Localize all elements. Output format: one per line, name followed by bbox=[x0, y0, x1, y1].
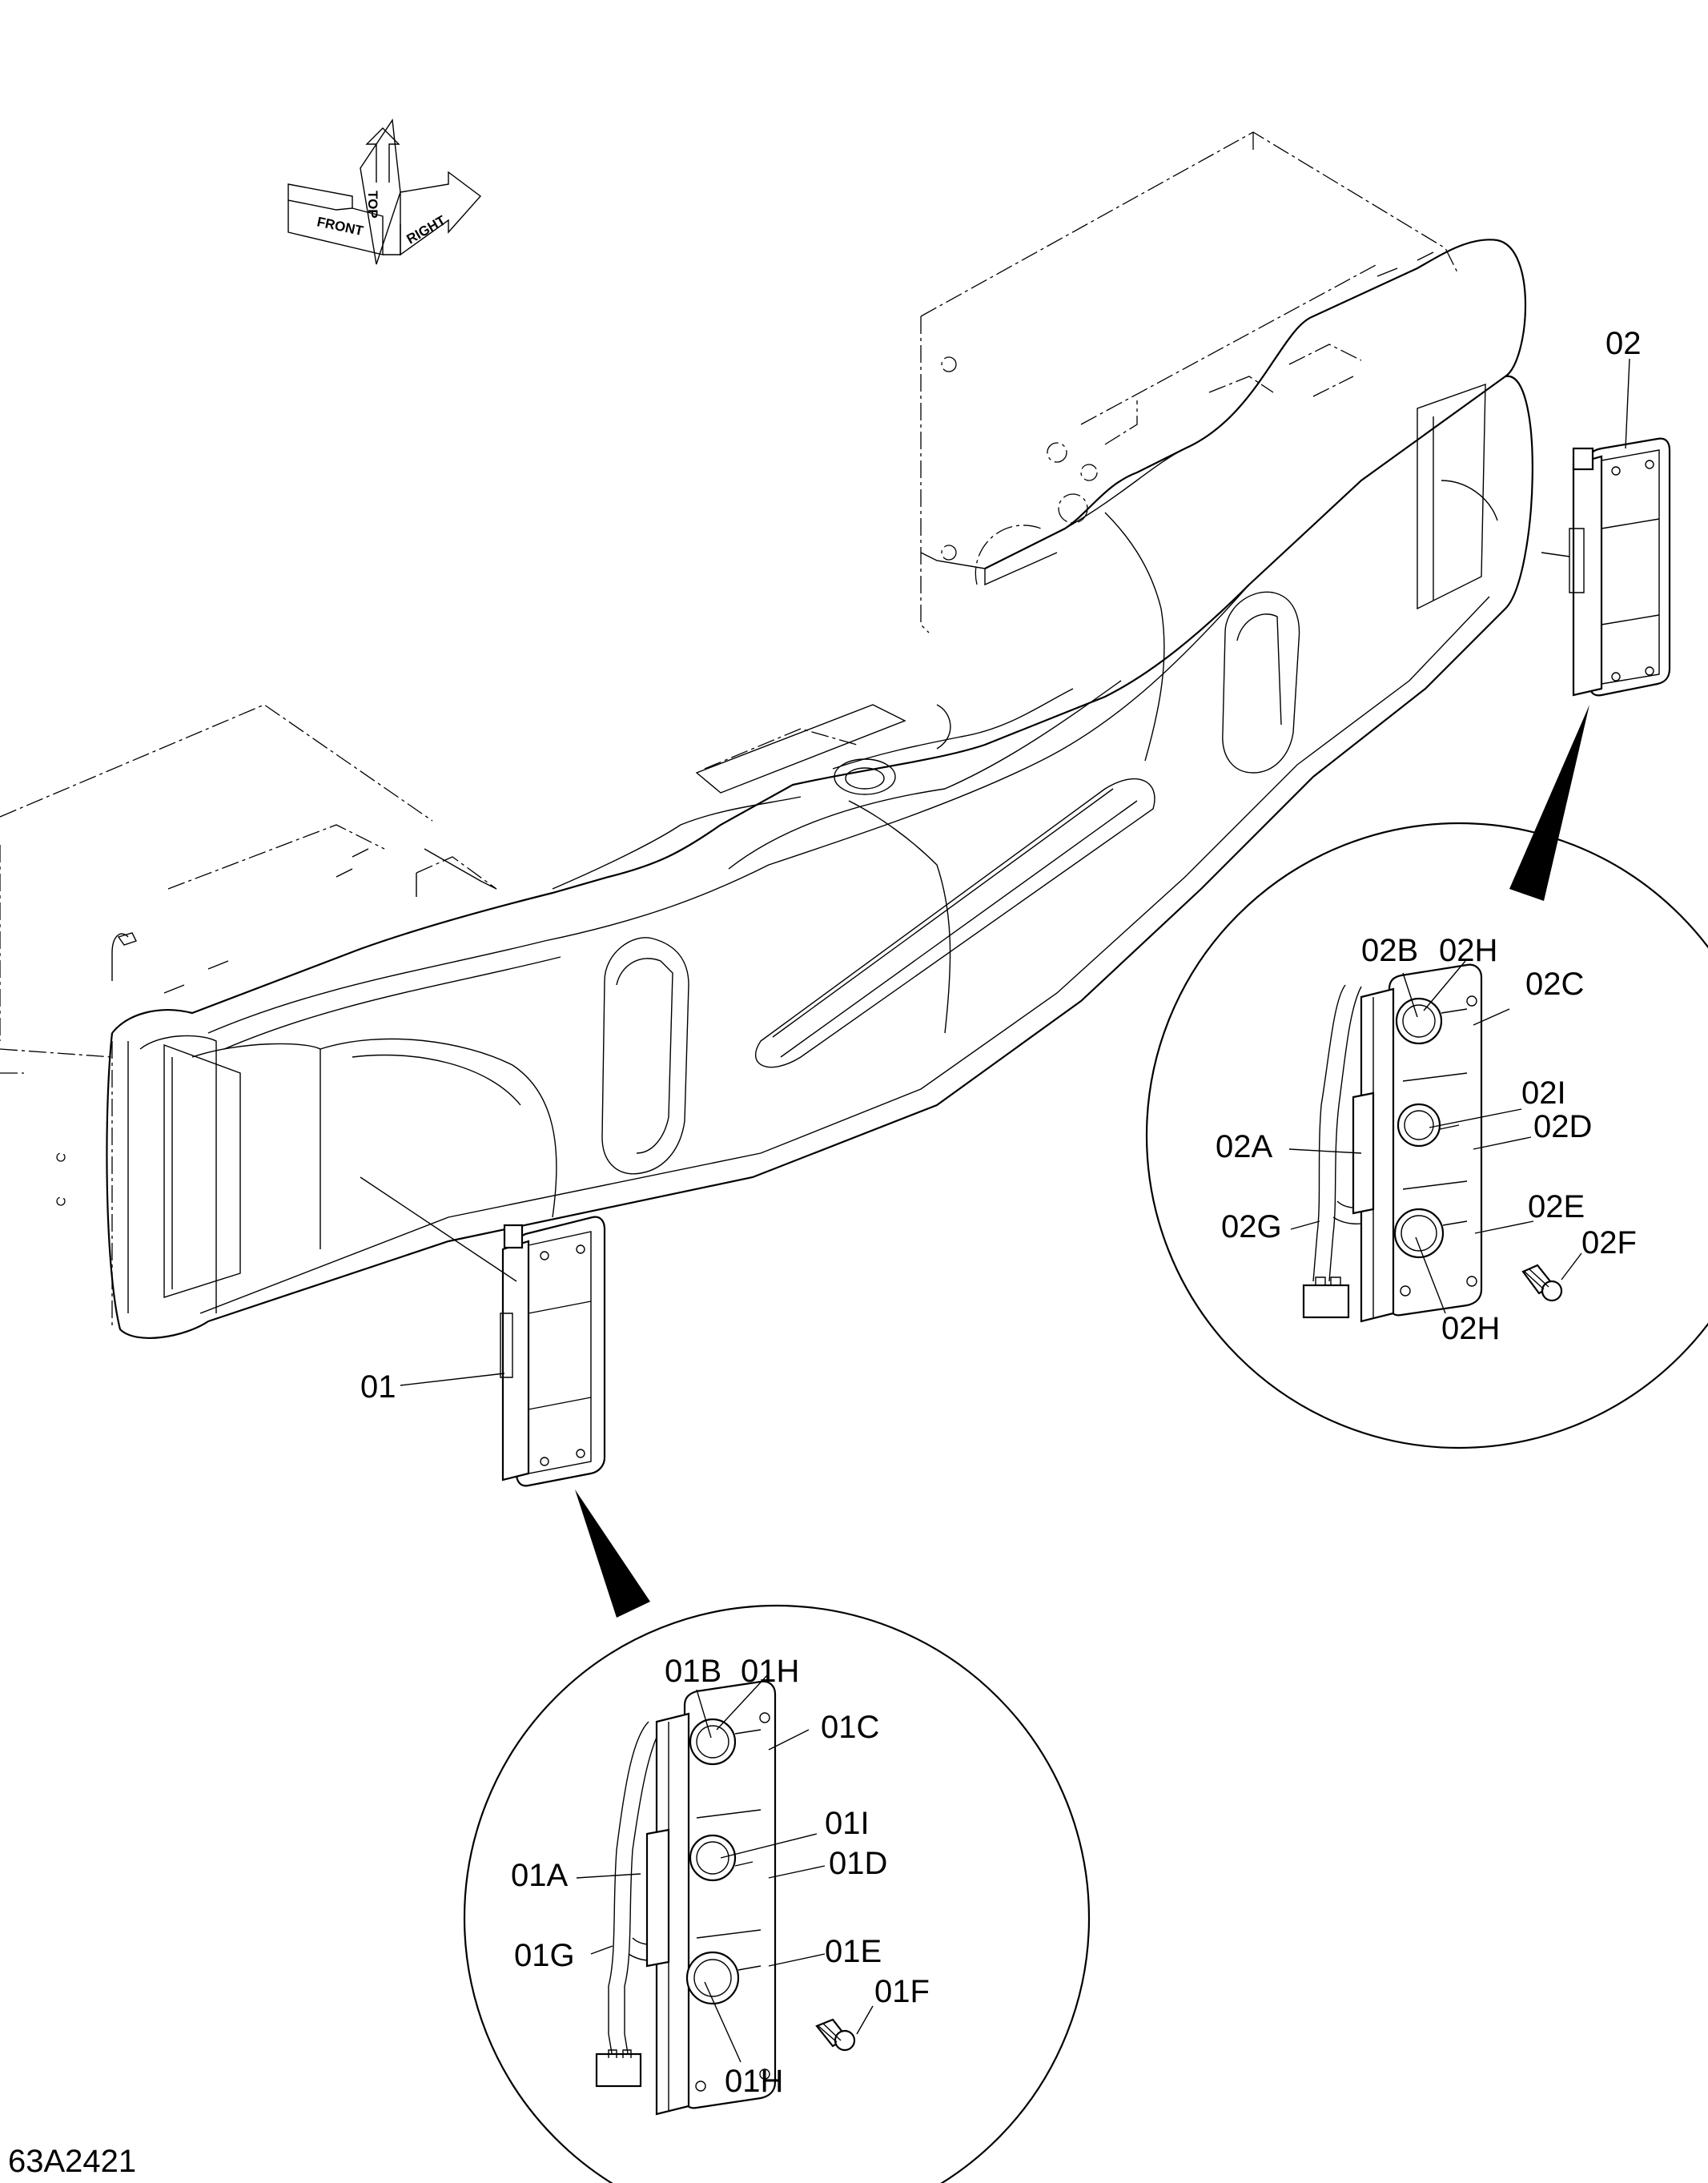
callout-02I: 02I bbox=[1521, 1075, 1566, 1111]
callout-01F: 01F bbox=[874, 1974, 930, 2009]
callout-02H-bottom: 02H bbox=[1441, 1311, 1500, 1346]
orientation-right-label: RIGHT bbox=[404, 212, 449, 247]
callout-01A: 01A bbox=[511, 1858, 568, 1893]
callout-01E: 01E bbox=[825, 1934, 882, 1969]
rear-lamp-02 bbox=[1541, 437, 1671, 697]
callout-02E: 02E bbox=[1528, 1189, 1585, 1224]
leader-01 bbox=[400, 1373, 505, 1386]
detail-view-02 bbox=[1146, 822, 1708, 1449]
orientation-top-label: TOP bbox=[365, 191, 380, 219]
callout-01I: 01I bbox=[825, 1806, 870, 1841]
detail-pointer-02 bbox=[1509, 705, 1589, 901]
callout-01H-top: 01H bbox=[741, 1654, 799, 1689]
detail-pointer-01 bbox=[575, 1490, 650, 1618]
callout-02F: 02F bbox=[1581, 1225, 1637, 1260]
callout-01D: 01D bbox=[829, 1846, 887, 1881]
callout-02D: 02D bbox=[1533, 1109, 1592, 1144]
callout-02A: 02A bbox=[1216, 1129, 1272, 1164]
callout-01C: 01C bbox=[821, 1710, 879, 1745]
drawing-id: 63A2421 bbox=[8, 2144, 136, 2179]
rear-lamp-01 bbox=[360, 1176, 606, 1487]
callout-02H-top: 02H bbox=[1439, 933, 1497, 968]
callout-01G: 01G bbox=[514, 1938, 575, 1973]
orientation-front-label: FRONT bbox=[315, 214, 365, 239]
callout-02: 02 bbox=[1606, 326, 1642, 361]
callout-02B: 02B bbox=[1361, 933, 1418, 968]
callout-01: 01 bbox=[360, 1369, 396, 1405]
counterweight-frame-body bbox=[0, 131, 1533, 1339]
callout-02G: 02G bbox=[1221, 1209, 1282, 1244]
callout-01B: 01B bbox=[665, 1654, 721, 1689]
leader-02 bbox=[1625, 358, 1630, 449]
detail-view-01 bbox=[464, 1605, 1090, 2183]
callout-02C: 02C bbox=[1525, 967, 1584, 1002]
orientation-indicator-icon: FRONT TOP RIGHT bbox=[287, 119, 482, 265]
callout-01H-bottom: 01H bbox=[725, 2064, 783, 2099]
